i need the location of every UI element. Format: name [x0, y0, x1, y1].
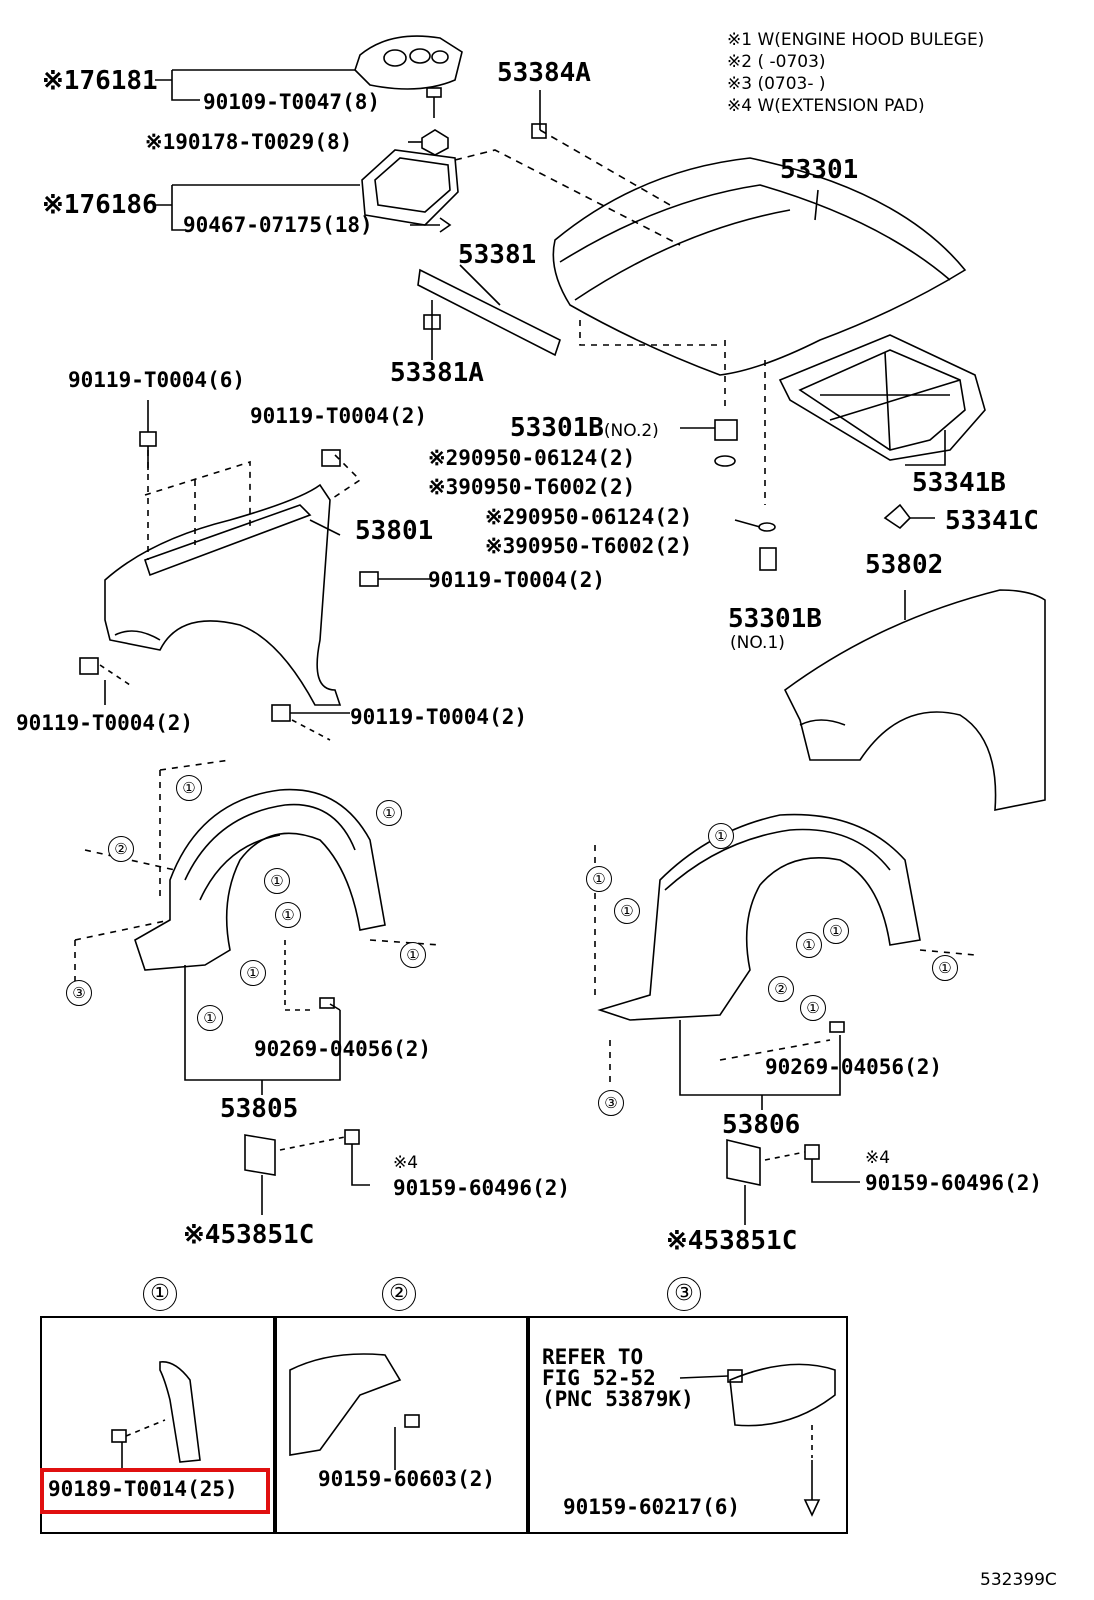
part-53381A[interactable]: 53381A — [390, 358, 484, 388]
part-90119-T0004-mid[interactable]: 90119-T0004(2) — [428, 568, 606, 592]
part-90159-60217[interactable]: 90159-60217(6) — [563, 1495, 741, 1519]
part-90269-04056-b[interactable]: 90269-04056(2) — [765, 1055, 943, 1079]
part-53806[interactable]: 53806 — [722, 1110, 801, 1140]
part-90178-T0029[interactable]: ※190178-T0029(8) — [145, 130, 353, 154]
callout-1: ① — [708, 823, 734, 849]
part-90189-T0014[interactable]: 90189-T0014(25) — [48, 1477, 238, 1501]
callout-2: ② — [108, 836, 134, 862]
callout-1: ① — [796, 932, 822, 958]
hood-seal-drawing — [417, 268, 561, 357]
highlight-box — [40, 1468, 270, 1514]
detail-2-box — [273, 1316, 530, 1534]
refer-line-3: (PNC 53879K) — [542, 1387, 694, 1411]
refer-line-1: REFER TO — [542, 1345, 644, 1369]
callout-1: ① — [932, 955, 958, 981]
hood-drawing — [552, 157, 967, 376]
callout-1: ① — [400, 942, 426, 968]
left-liner-drawing — [134, 788, 386, 971]
callout-1: ① — [264, 868, 290, 894]
part-53801[interactable]: 53801 — [355, 516, 434, 546]
part-53301B-no1-sub: (NO.1) — [730, 633, 785, 653]
part-53384A[interactable]: 53384A — [497, 58, 591, 88]
part-90269-04056-a[interactable]: 90269-04056(2) — [254, 1037, 432, 1061]
part-53851C-a[interactable]: ※453851C — [183, 1220, 315, 1250]
part-53301B-no2[interactable]: 53301B(NO.2) — [510, 415, 659, 441]
part-53341C[interactable]: 53341C — [945, 506, 1039, 536]
part-90119-T0004-left[interactable]: 90119-T0004(2) — [16, 711, 194, 735]
part-90950-T6002-b[interactable]: ※390950-T6002(2) — [485, 534, 693, 558]
ext-pad-mark-b: ※4 — [865, 1148, 891, 1168]
callout-1: ① — [240, 960, 266, 986]
callout-3: ③ — [66, 980, 92, 1006]
part-53381[interactable]: 53381 — [458, 240, 537, 270]
detail-1-box — [40, 1316, 277, 1534]
refer-line-2[interactable]: FIG 52-52 — [542, 1366, 656, 1390]
part-53341B[interactable]: 53341B — [912, 468, 1006, 498]
detail-3-heading: ③ — [667, 1277, 701, 1311]
hood-insulator-drawing — [778, 334, 986, 461]
part-53301B-no2-sub: (NO.2) — [603, 421, 659, 441]
left-fender-drawing — [104, 483, 342, 706]
part-90159-60496-a[interactable]: 90159-60496(2) — [393, 1176, 571, 1200]
callout-3: ③ — [598, 1090, 624, 1116]
legend-note-4: ※4 W(EXTENSION PAD) — [727, 96, 925, 116]
part-53805[interactable]: 53805 — [220, 1094, 299, 1124]
part-76181[interactable]: ※176181 — [42, 66, 158, 96]
legend-note-3: ※3 (0703- ) — [727, 74, 826, 94]
gasket-drawing — [361, 149, 459, 226]
bolt-drawing — [426, 87, 442, 118]
callout-1: ① — [376, 800, 402, 826]
part-90467-07175[interactable]: 90467-07175(18) — [183, 213, 373, 237]
part-90109-T0047[interactable]: 90109-T0047(8) — [203, 90, 381, 114]
part-53802[interactable]: 53802 — [865, 550, 944, 580]
legend-note-2: ※2 ( -0703) — [727, 52, 826, 72]
nut-drawing — [421, 129, 449, 156]
right-fender-drawing — [783, 589, 1046, 811]
part-90159-60496-b[interactable]: 90159-60496(2) — [865, 1171, 1043, 1195]
part-90119-T0004-top[interactable]: 90119-T0004(2) — [250, 404, 428, 428]
figure-id: 532399C — [980, 1570, 1057, 1590]
callout-1: ① — [823, 918, 849, 944]
callout-1: ① — [197, 1005, 223, 1031]
detail-1-heading: ① — [143, 1277, 177, 1311]
part-53301[interactable]: 53301 — [780, 155, 859, 185]
callout-1: ① — [800, 995, 826, 1021]
part-53301B-no2-number: 53301B — [510, 413, 604, 443]
part-90950-06124-a[interactable]: ※290950-06124(2) — [428, 446, 636, 470]
callout-1: ① — [614, 898, 640, 924]
detail-3-box — [526, 1316, 848, 1534]
callout-1: ① — [275, 902, 301, 928]
right-liner-drawing — [597, 813, 921, 1021]
part-90950-06124-b[interactable]: ※290950-06124(2) — [485, 505, 693, 529]
part-53301B-no1[interactable]: 53301B — [728, 604, 822, 634]
part-53851C-b[interactable]: ※453851C — [666, 1226, 798, 1256]
part-90119-T0004-right[interactable]: 90119-T0004(2) — [350, 705, 528, 729]
hood-scoop-drawing — [354, 35, 463, 90]
legend-note-1: ※1 W(ENGINE HOOD BULEGE) — [727, 30, 985, 50]
detail-2-heading: ② — [382, 1277, 416, 1311]
callout-1: ① — [586, 866, 612, 892]
ext-pad-mark-a: ※4 — [393, 1153, 419, 1173]
part-90119-T0004-6[interactable]: 90119-T0004(6) — [68, 368, 246, 392]
callout-2: ② — [768, 976, 794, 1002]
part-76186[interactable]: ※176186 — [42, 190, 158, 220]
part-90950-T6002-a[interactable]: ※390950-T6002(2) — [428, 475, 636, 499]
callout-1: ① — [176, 775, 202, 801]
part-90159-60603[interactable]: 90159-60603(2) — [318, 1467, 496, 1491]
